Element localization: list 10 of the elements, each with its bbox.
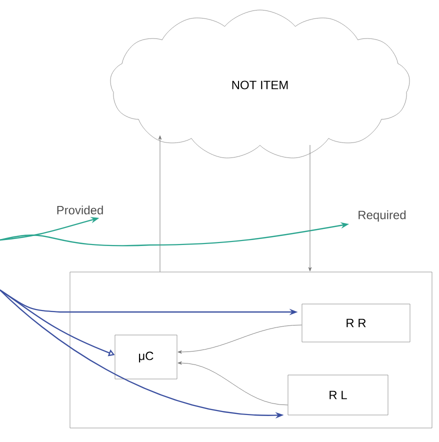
component-box: μC: [114, 334, 178, 380]
arrow: [178, 361, 288, 406]
component-box: R R: [302, 304, 410, 342]
component-box: R L: [288, 374, 388, 416]
text-label: Provided: [57, 206, 103, 214]
arrow: [178, 324, 302, 354]
text-label: Required: [358, 210, 406, 222]
arrow: [308, 144, 312, 272]
arrow: [158, 135, 162, 272]
container-box: [70, 272, 432, 428]
